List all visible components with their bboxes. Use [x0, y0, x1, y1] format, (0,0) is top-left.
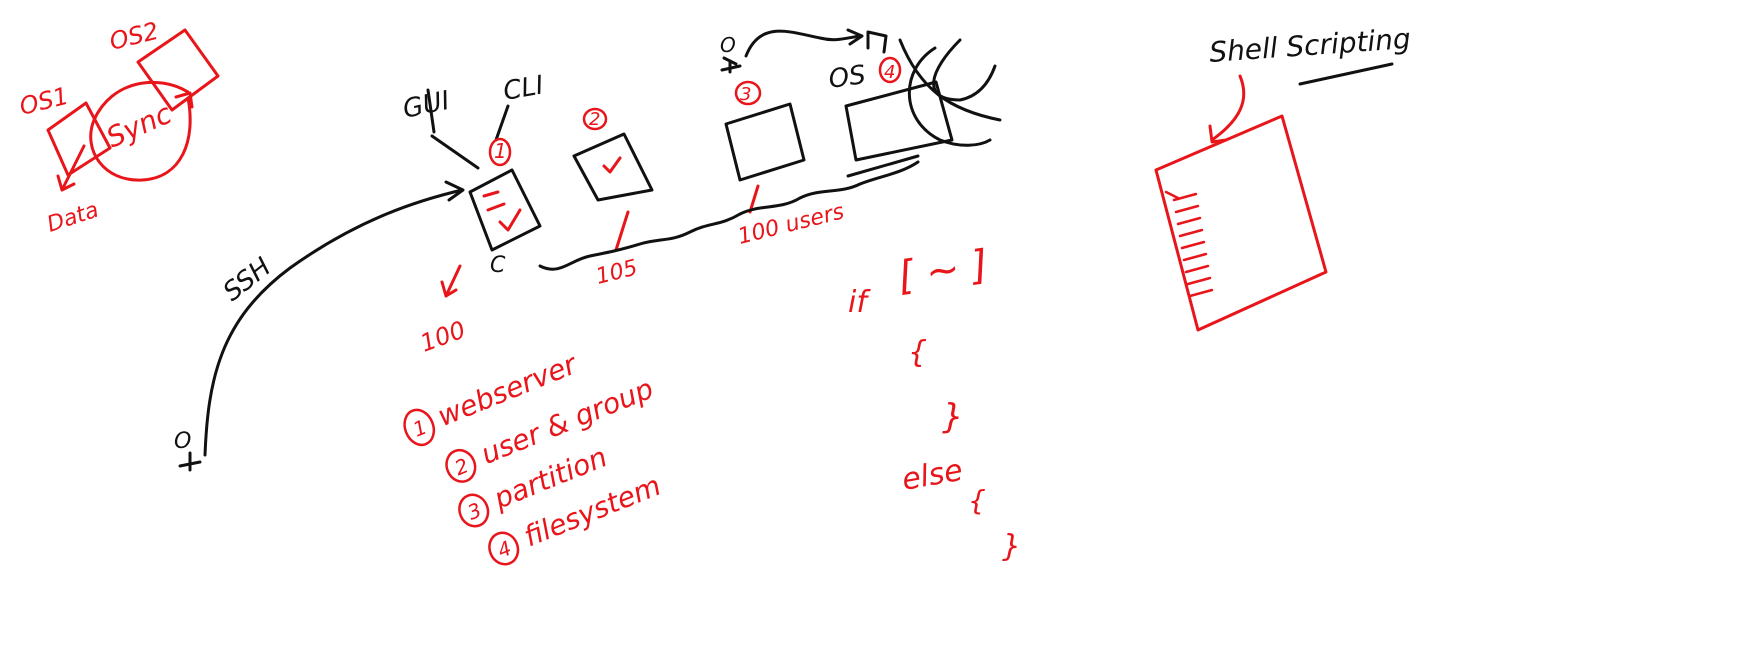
sync-label: Sync	[101, 97, 177, 155]
if-open-brace: {	[908, 335, 927, 370]
os1-box	[46, 101, 112, 177]
server-c-label: C	[490, 253, 506, 278]
operator-label: O	[174, 429, 191, 454]
ssh-curve	[203, 188, 464, 457]
task-1-number: 1	[410, 415, 431, 442]
server-1-marker: 1	[494, 139, 507, 163]
count-105-label: 105	[593, 255, 640, 289]
cli-line	[494, 104, 510, 142]
server-connection-wave	[538, 160, 920, 271]
count-100-label: 100	[416, 316, 469, 358]
server-4-marker-circle	[878, 56, 902, 84]
ssh-arrowhead	[444, 180, 465, 202]
script-document-lines	[1164, 190, 1214, 298]
server-2-check	[602, 156, 622, 174]
sync-loop	[89, 80, 192, 182]
sync-diagram: OS2 OS1 Sync Data	[17, 17, 220, 238]
server-4-network-lines	[898, 38, 1002, 147]
operator-2: O	[720, 28, 888, 74]
task-4-number: 4	[494, 536, 515, 563]
task-3-number: 3	[464, 498, 485, 525]
task-3-circle	[458, 493, 490, 528]
gui-label: GUI	[400, 86, 452, 125]
operator-2-arrow	[744, 28, 864, 58]
operator-2-target	[866, 30, 888, 54]
count-100-arrow	[440, 264, 462, 298]
shell-scripting: Shell Scripting	[1154, 22, 1412, 332]
cli-label: CLI	[501, 70, 546, 107]
task-4-circle	[488, 531, 520, 566]
task-2-circle	[445, 448, 477, 483]
server-3-marker: 3	[740, 84, 751, 105]
server-2-box	[572, 132, 654, 202]
shell-scripting-arrow	[1208, 74, 1246, 144]
else-close-brace: }	[1002, 529, 1021, 564]
count-100-users-arrow	[748, 184, 760, 214]
server-4: OS 4	[827, 38, 1002, 178]
task-list: 1 webserver 2 user & group 3 partition 4…	[403, 347, 665, 566]
interface-labels: GUI CLI	[400, 70, 546, 170]
script-document	[1154, 114, 1328, 332]
else-keyword: else	[899, 453, 965, 498]
server-4-bottom-line	[846, 154, 920, 178]
server-1-marker-circle	[488, 137, 512, 167]
operator-2-figure	[720, 56, 742, 74]
data-arrow	[56, 144, 86, 192]
server-2-marker-circle	[582, 107, 608, 131]
os-label: OS	[827, 60, 868, 95]
if-condition: [ ~ ]	[895, 242, 991, 300]
os2-box	[136, 28, 220, 112]
server-3-marker-circle	[734, 80, 762, 106]
server-1-marks	[482, 190, 522, 232]
server-4-box	[844, 80, 954, 162]
server-3: 3 100 users	[724, 80, 847, 250]
shell-scripting-title: Shell Scripting	[1208, 22, 1412, 69]
os1-label: OS1	[17, 82, 72, 121]
server-1-box	[468, 168, 542, 252]
ssh-label: SSH	[218, 252, 277, 307]
data-label: Data	[44, 198, 102, 238]
operator-2-label: O	[720, 33, 736, 57]
server-2-marker: 2	[589, 109, 600, 130]
conditional-block: if [ ~ ] { } else { }	[848, 242, 1021, 564]
task-2-number: 2	[451, 453, 472, 480]
server-4-marker: 4	[884, 62, 895, 83]
server-3-box	[724, 102, 806, 182]
task-1-circle	[403, 408, 436, 447]
else-open-brace: {	[968, 484, 986, 517]
server-1: 1 C 100	[416, 137, 542, 358]
gui-line	[430, 134, 480, 170]
server-2: 2 105	[572, 107, 654, 290]
shell-scripting-underline	[1298, 62, 1394, 86]
if-close-brace: }	[942, 397, 964, 437]
gui-strike	[426, 88, 436, 134]
if-keyword: if	[848, 285, 871, 320]
count-105-arrow	[614, 210, 630, 252]
sync-arrowhead	[174, 91, 194, 109]
operator-figure	[178, 451, 202, 472]
